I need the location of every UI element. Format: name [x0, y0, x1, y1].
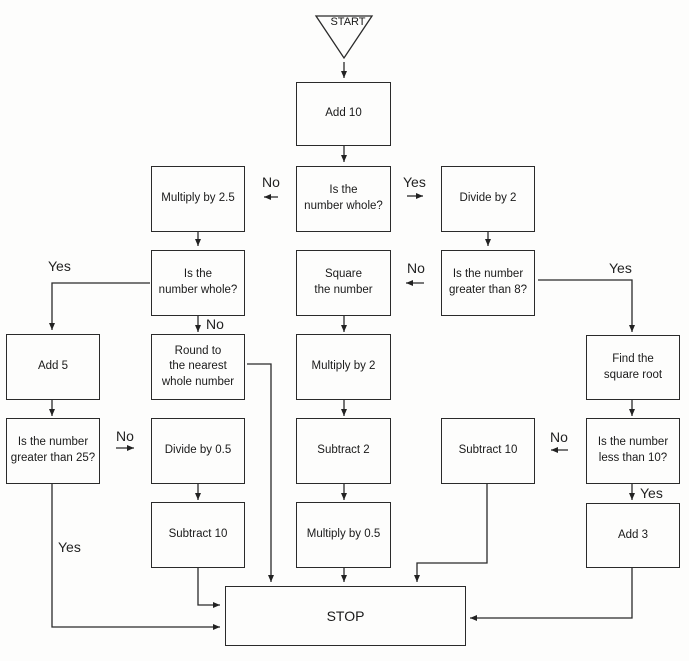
- start-triangle: [314, 15, 374, 60]
- node-multiply-by-2: Multiply by 2: [296, 334, 391, 400]
- label-lt10-no: No: [550, 429, 568, 445]
- label-whole2-yes: Yes: [48, 258, 71, 274]
- node-stop: STOP: [225, 586, 466, 646]
- label-gt8-no: No: [407, 260, 425, 276]
- node-multiply-2-5: Multiply by 2.5: [151, 166, 245, 232]
- node-add-5: Add 5: [6, 334, 100, 400]
- arrow-gt8-yes: [538, 279, 635, 332]
- node-divide-by-0-5: Divide by 0.5: [151, 418, 245, 484]
- node-greater-than-25: Is the number greater than 25?: [6, 418, 100, 484]
- node-subtract-10-right: Subtract 10: [441, 418, 535, 484]
- arrow-sub10b-stop: [414, 484, 488, 582]
- node-is-whole-1: Is the number whole?: [296, 166, 391, 232]
- node-add-3: Add 3: [586, 503, 680, 568]
- node-subtract-10-left: Subtract 10: [151, 502, 245, 568]
- node-square-number: Square the number: [296, 250, 391, 316]
- node-is-whole-2: Is the number whole?: [151, 250, 245, 316]
- label-whole2-no: No: [206, 316, 224, 332]
- node-greater-than-8: Is the number greater than 8?: [441, 250, 535, 316]
- arrow-round-stop: [247, 363, 274, 582]
- label-lt10-yes: Yes: [640, 485, 663, 501]
- label-gt8-yes: Yes: [609, 260, 632, 276]
- label-gt25-yes: Yes: [58, 539, 81, 555]
- label-gt25-no: No: [116, 428, 134, 444]
- node-multiply-by-0-5: Multiply by 0.5: [296, 502, 391, 568]
- node-subtract-2: Subtract 2: [296, 418, 391, 484]
- start-label: START: [330, 16, 366, 28]
- node-round-nearest: Round to the nearest whole number: [151, 334, 245, 400]
- arrow-sub10a-stop: [197, 568, 220, 608]
- arrow-add3-stop: [470, 568, 633, 621]
- label-whole1-yes: Yes: [403, 174, 426, 190]
- node-add-10: Add 10: [296, 82, 391, 146]
- node-square-root: Find the square root: [586, 335, 680, 400]
- node-divide-by-2: Divide by 2: [441, 166, 535, 232]
- arrow-gt25-yes: [51, 484, 220, 630]
- label-whole1-no: No: [262, 174, 280, 190]
- arrow-whole2-yes: [49, 282, 150, 330]
- node-less-than-10: Is the number less than 10?: [586, 418, 680, 484]
